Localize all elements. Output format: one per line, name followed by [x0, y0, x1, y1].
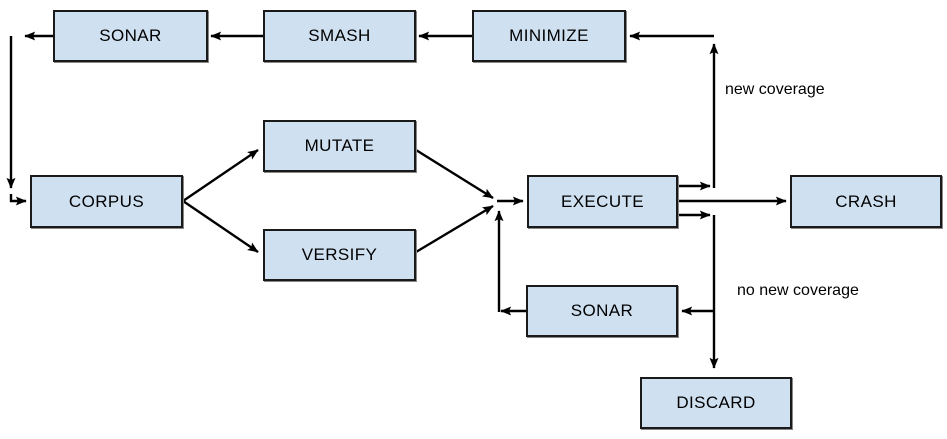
node-label: MUTATE: [304, 136, 375, 155]
node-versify[interactable]: VERSIFY: [263, 229, 416, 281]
node-execute[interactable]: EXECUTE: [527, 175, 678, 228]
node-mutate[interactable]: MUTATE: [263, 120, 416, 172]
edge-label-new-coverage: new coverage: [725, 81, 825, 98]
edge-label-no-new-coverage: no new coverage: [737, 282, 859, 299]
node-label: SONAR: [570, 301, 634, 320]
node-discard[interactable]: DISCARD: [640, 377, 792, 429]
node-sonar-top[interactable]: SONAR: [53, 10, 208, 62]
node-minimize[interactable]: MINIMIZE: [472, 10, 626, 62]
node-label: EXECUTE: [560, 191, 645, 211]
edge-mutate-to-execute: [415, 148, 494, 200]
node-label: CORPUS: [68, 191, 145, 211]
node-smash[interactable]: SMASH: [263, 10, 416, 62]
node-label: MINIMIZE: [509, 26, 589, 45]
node-label: VERSIFY: [301, 245, 378, 264]
edge-versify-to-execute: [415, 204, 494, 254]
node-sonar-bottom[interactable]: SONAR: [526, 285, 678, 337]
node-label: CRASH: [835, 191, 897, 211]
node-label: DISCARD: [676, 393, 756, 412]
edge-corpus-to-mutate: [182, 149, 259, 202]
node-crash[interactable]: CRASH: [790, 175, 942, 228]
edge-sonar-top-to-corpus: [9, 194, 27, 206]
node-corpus[interactable]: CORPUS: [30, 175, 183, 228]
node-label: SONAR: [99, 26, 162, 45]
node-label: SMASH: [308, 26, 371, 45]
edge-corpus-to-versify: [182, 200, 259, 253]
